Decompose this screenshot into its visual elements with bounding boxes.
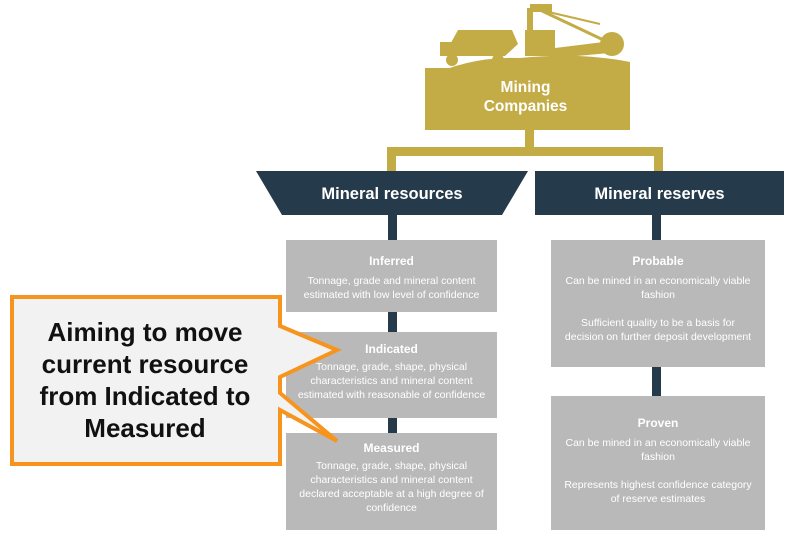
mineral-resources-header: Mineral resources bbox=[321, 185, 463, 203]
resources-header-shape bbox=[256, 171, 528, 215]
connector-left-down bbox=[387, 147, 396, 173]
measured-box: Measured Tonnage, grade, shape, physical… bbox=[286, 433, 497, 530]
reserves-header-shape bbox=[535, 171, 784, 215]
mining-companies-label: Mining Companies bbox=[443, 78, 608, 116]
connector-company-down bbox=[525, 128, 534, 150]
proven-title: Proven bbox=[637, 416, 679, 430]
indicated-desc: Tonnage, grade, shape, physical characte… bbox=[297, 361, 486, 401]
mineral-reserves-header: Mineral reserves bbox=[594, 185, 725, 203]
probable-desc1: Can be mined in an economically viable f… bbox=[565, 275, 751, 301]
probable-title: Probable bbox=[632, 254, 684, 268]
proven-desc2: Represents highest confidence category o… bbox=[564, 479, 752, 505]
company-label-line1: Mining bbox=[500, 79, 551, 96]
proven-box: Proven Can be mined in an economically v… bbox=[551, 396, 765, 530]
dump-truck-icon bbox=[440, 30, 518, 66]
proven-desc1: Can be mined in an economically viable f… bbox=[565, 437, 751, 463]
excavator-icon bbox=[525, 4, 624, 58]
inferred-box: Inferred Tonnage, grade and mineral cont… bbox=[286, 240, 497, 312]
inferred-desc: Tonnage, grade and mineral content estim… bbox=[303, 275, 480, 301]
probable-box: Probable Can be mined in an economically… bbox=[551, 240, 765, 367]
probable-desc2: Sufficient quality to be a basis for dec… bbox=[564, 317, 752, 343]
indicated-title: Indicated bbox=[365, 342, 418, 356]
inferred-title: Inferred bbox=[369, 254, 414, 268]
connector-right-down bbox=[654, 147, 663, 173]
indicated-box: Indicated Tonnage, grade, shape, physica… bbox=[286, 332, 497, 418]
company-label-line2: Companies bbox=[483, 98, 568, 115]
measured-title: Measured bbox=[363, 441, 420, 455]
callout-text: Aiming to move current resource from Ind… bbox=[39, 317, 251, 443]
connector-horizontal bbox=[387, 147, 662, 156]
measured-desc: Tonnage, grade, shape, physical characte… bbox=[299, 460, 484, 514]
